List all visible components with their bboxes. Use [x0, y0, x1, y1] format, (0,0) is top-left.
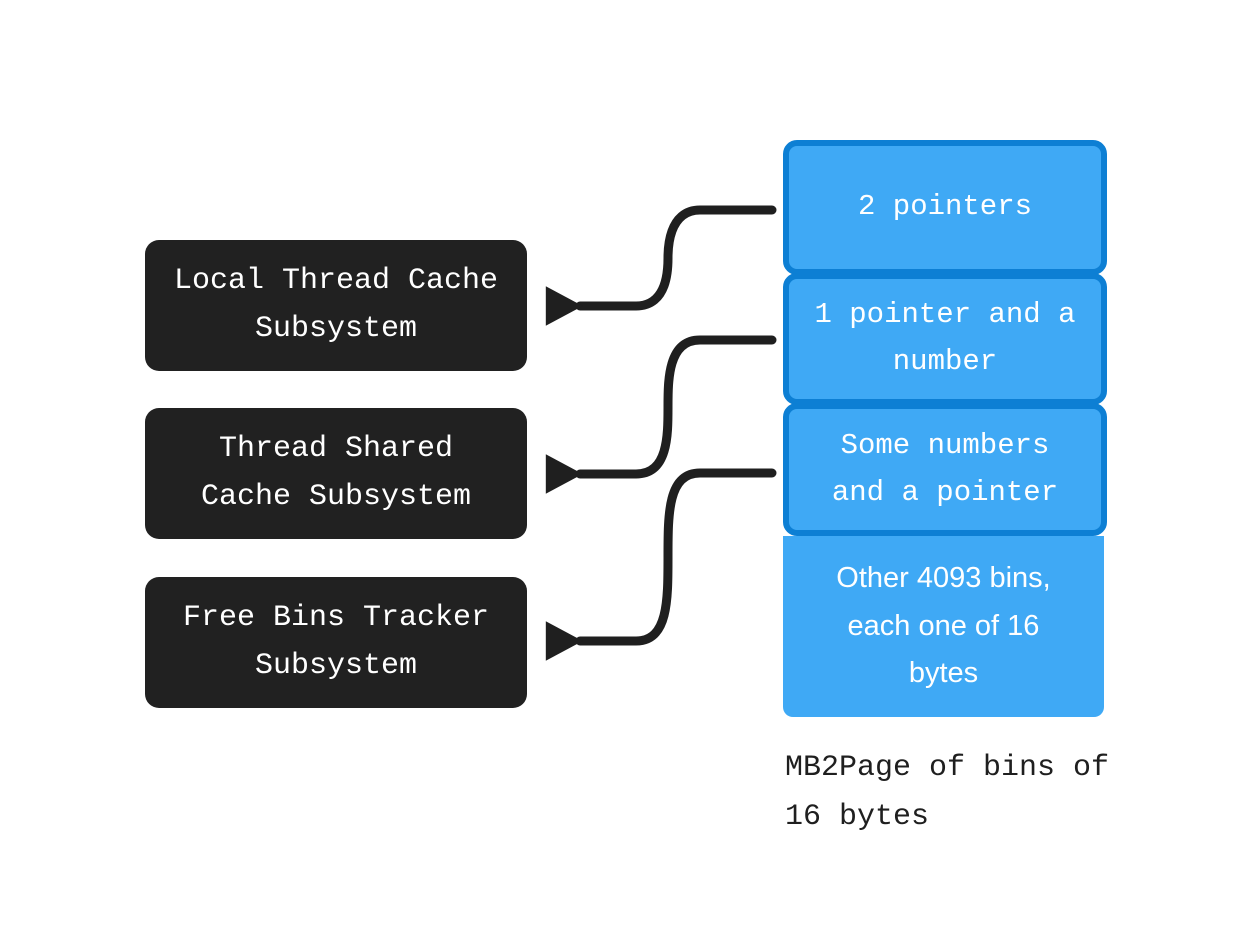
bin-stack-caption: MB2Page of bins of 16 bytes — [785, 751, 1110, 834]
bin-box-other-4093-bins[interactable]: Other 4093 bins, each one of 16 bytes — [783, 536, 1104, 717]
connector-bin2-to-subsystem2 — [545, 468, 777, 661]
subsystem-box-thread-shared-cache[interactable]: Thread Shared Cache Subsystem — [145, 408, 527, 539]
connector-bin1-to-subsystem1 — [545, 335, 777, 494]
subsystem-label: Local Thread Cache Subsystem — [173, 264, 499, 346]
bin-label: 1 pointer and a number — [814, 298, 1076, 378]
bin-label: 2 pointers — [857, 190, 1033, 224]
bin-box-some-numbers-and-a-pointer[interactable]: Some numbers and a pointer — [783, 403, 1107, 536]
subsystem-box-free-bins-tracker[interactable]: Free Bins Tracker Subsystem — [145, 577, 527, 708]
subsystem-label: Thread Shared Cache Subsystem — [200, 432, 472, 514]
bin-box-2-pointers[interactable]: 2 pointers — [783, 140, 1107, 275]
bin-box-1-pointer-and-a-number[interactable]: 1 pointer and a number — [783, 273, 1107, 405]
connector-bin0-to-subsystem0 — [545, 205, 777, 326]
subsystem-box-local-thread-cache[interactable]: Local Thread Cache Subsystem — [145, 240, 527, 371]
bin-label: Some numbers and a pointer — [831, 428, 1059, 509]
subsystem-label: Free Bins Tracker Subsystem — [182, 601, 490, 683]
bin-label: Other 4093 bins, each one of 16 bytes — [836, 561, 1051, 690]
